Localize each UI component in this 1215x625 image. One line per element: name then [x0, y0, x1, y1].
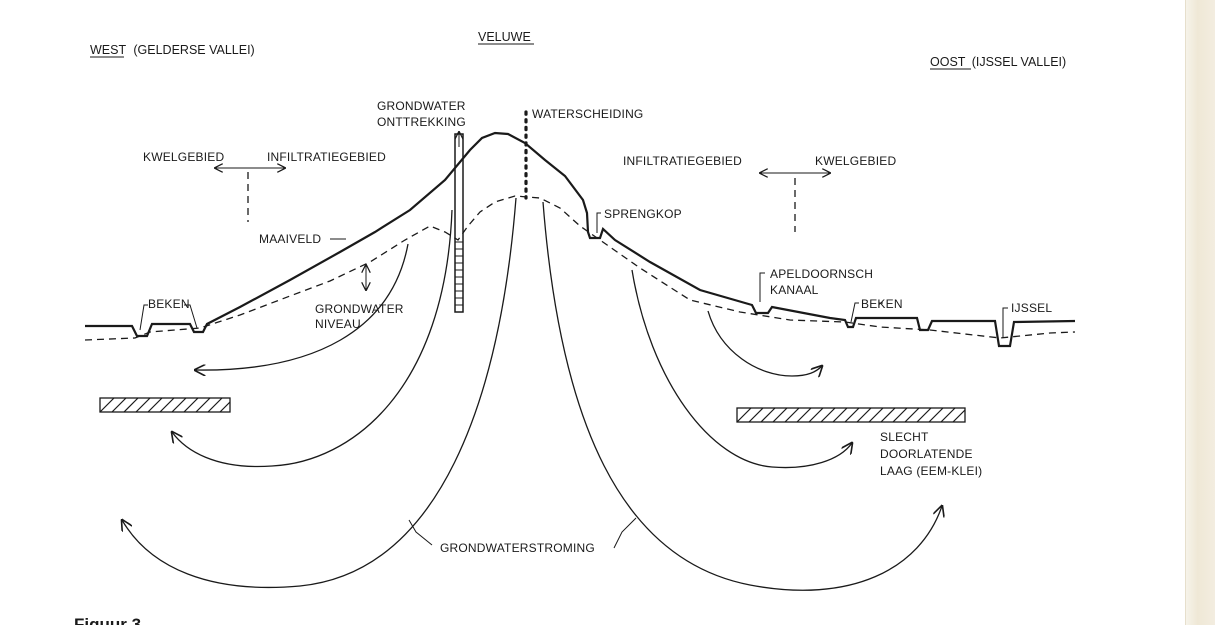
label-grondwaterstroming: GRONDWATERSTROMING: [440, 541, 595, 555]
klei-layer-right: [736, 407, 966, 423]
beken-left-leader: [139, 304, 148, 331]
label-sprengkop: SPRENGKOP: [604, 207, 682, 221]
label-ijssel: IJSSEL: [1011, 301, 1052, 315]
kanaal-leader: [759, 272, 765, 302]
label-laag-1: SLECHT: [880, 430, 929, 444]
label-grondwater-niveau-2: NIVEAU: [315, 317, 361, 331]
beken-left-leader-end: [184, 304, 198, 329]
label-grondwater-onttrekking-2: ONTTREKKING: [377, 115, 466, 129]
stroming-leader-left: [408, 519, 433, 546]
label-kanaal-2: KANAAL: [770, 283, 819, 297]
page-edge-line: [1185, 0, 1186, 625]
label-kwelgebied-left: KWELGEBIED: [143, 150, 224, 164]
sprengkop-leader: [596, 212, 601, 233]
maaiveld-line: [85, 131, 1076, 348]
header-west-rest: (GELDERSE VALLEI): [133, 43, 254, 57]
flow-east-2: [631, 269, 852, 469]
label-infiltratiegebied-right: INFILTRATIEGEBIED: [623, 154, 742, 168]
header-east-rest: (IJSSEL VALLEI): [972, 55, 1066, 69]
label-maaiveld: MAAIVELD: [259, 232, 321, 246]
flow-west-2: [172, 209, 453, 468]
page-edge: [1186, 0, 1215, 625]
flow-east-3: [542, 201, 942, 591]
stroming-leader-right: [613, 517, 637, 549]
onttrekking-well-screen: [455, 241, 463, 306]
label-beken-left: BEKEN: [148, 297, 190, 311]
label-grondwater-niveau-1: GRONDWATER: [315, 302, 404, 316]
header-veluwe: VELUWE: [478, 30, 531, 44]
figure-caption: Figuur 3: [74, 615, 141, 625]
label-beken-right: BEKEN: [861, 297, 903, 311]
label-waterscheiding: WATERSCHEIDING: [532, 107, 643, 121]
header-west: WEST (GELDERSE VALLEI): [90, 43, 255, 57]
label-grondwater-onttrekking-1: GRONDWATER: [377, 99, 466, 113]
flow-west-1: [195, 243, 409, 370]
label-laag-3: LAAG (EEM-KLEI): [880, 464, 982, 478]
ijssel-leader: [1002, 307, 1008, 338]
flow-east-1: [707, 310, 822, 376]
label-kwelgebied-right: KWELGEBIED: [815, 154, 896, 168]
flow-west-3: [122, 197, 517, 589]
grondwater-niveau-line: [84, 195, 1076, 341]
label-laag-2: DOORLATENDE: [880, 447, 973, 461]
beken-right-leader: [850, 302, 859, 323]
header-east: OOST (IJSSEL VALLEI): [930, 55, 1066, 69]
header-west-word: WEST: [90, 43, 126, 57]
header-east-word: OOST: [930, 55, 966, 69]
label-infiltratiegebied-left: INFILTRATIEGEBIED: [267, 150, 386, 164]
klei-layer-left: [99, 397, 231, 413]
label-kanaal-1: APELDOORNSCH: [770, 267, 873, 281]
